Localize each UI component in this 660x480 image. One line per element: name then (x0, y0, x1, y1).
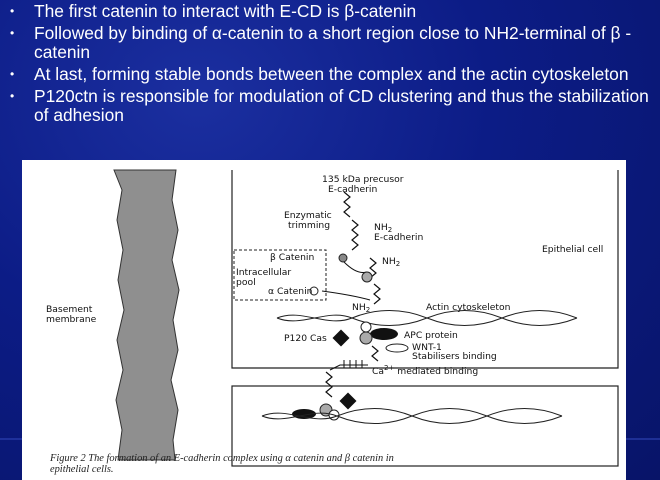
bullet-dot-icon: • (10, 67, 15, 81)
epithelial-label: Epithelial cell (542, 244, 603, 255)
beta-catenin-dot-icon (338, 253, 348, 263)
ca-binding-label: Ca2+ mediated binding (372, 364, 478, 377)
beta-bound-icon (361, 271, 373, 283)
membrane-chain-shape (371, 345, 379, 362)
intracellular-label-1: Intracellular (236, 267, 291, 278)
bullet-item: •Followed by binding of α-catenin to a s… (10, 23, 632, 62)
nh2-mid-label: NH2 (382, 256, 400, 268)
intracellular-pool-box (233, 249, 327, 301)
complex-circle-mid (359, 331, 373, 345)
upper-cell-outline (231, 170, 619, 369)
apc-protein-icon (370, 328, 398, 340)
bullet-item: •P120ctn is responsible for modulation o… (10, 86, 649, 125)
nh2-low-label: NH2 (352, 302, 370, 314)
ca-ladder (329, 364, 368, 371)
basement-membrane-shape (113, 169, 180, 461)
bullet-dot-icon: • (10, 26, 15, 40)
alpha-catenin-dot-icon (309, 286, 319, 296)
arrow-beta (343, 261, 368, 273)
ecadherin-label: E-cadherin (374, 232, 423, 243)
lower-actin-helix-2 (261, 408, 563, 424)
p120-label: P120 Cas (284, 333, 327, 344)
bullet-dot-icon: • (10, 89, 15, 103)
wnt-label-2: Stabilisers binding (412, 351, 497, 362)
beta-catenin-label: β Catenin (270, 252, 314, 263)
enzymatic-label-1: Enzymatic (284, 210, 332, 221)
enzymatic-label-2: trimming (288, 220, 330, 231)
bullet-dot-icon: • (10, 4, 15, 18)
arrow-alpha (321, 290, 371, 301)
complex-circle-top (360, 321, 372, 333)
lower-cell-outline (231, 385, 619, 467)
mid-chain-shape (369, 257, 377, 279)
ecadherin-figure: 135 kDa precusor E-cadherin Enzymatic tr… (22, 160, 626, 480)
precursor-label-2: E-cadherin (328, 184, 377, 195)
actin-helix-2 (276, 310, 578, 326)
figure-drawing: 135 kDa precusor E-cadherin Enzymatic tr… (46, 169, 619, 467)
precursor-label-1: 135 kDa precusor (322, 174, 404, 185)
ecad-chain-shape (351, 219, 359, 251)
wnt-label-1: WNT-1 (412, 342, 442, 353)
bullet-item: •At last, forming stable bonds between t… (10, 64, 629, 84)
bullet-list: •The first catenin to interact with E-CD… (8, 2, 656, 128)
p120-diamond-icon (332, 329, 350, 347)
bullet-item: •The first catenin to interact with E-CD… (10, 1, 417, 21)
wnt-ellipse-icon (385, 343, 409, 353)
lower-chain-shape (325, 371, 333, 398)
alpha-catenin-label: α Catenin (268, 286, 313, 297)
ca-ladder-ticks (343, 360, 363, 368)
figure-caption: Figure 2 The formation of an E-cadherin … (50, 453, 394, 475)
basement-label-1: Basement (46, 304, 93, 315)
actin-label: Actin cytoskeleton (426, 302, 511, 313)
low-chain-shape (373, 283, 381, 305)
lower-diamond-icon (339, 392, 357, 410)
precursor-chain-shape (343, 191, 351, 218)
basement-label-2: membrane (46, 314, 97, 325)
intracellular-label-2: pool (236, 277, 256, 288)
nh2-top-label: NH2 (374, 222, 392, 234)
apc-label: APC protein (404, 330, 458, 341)
